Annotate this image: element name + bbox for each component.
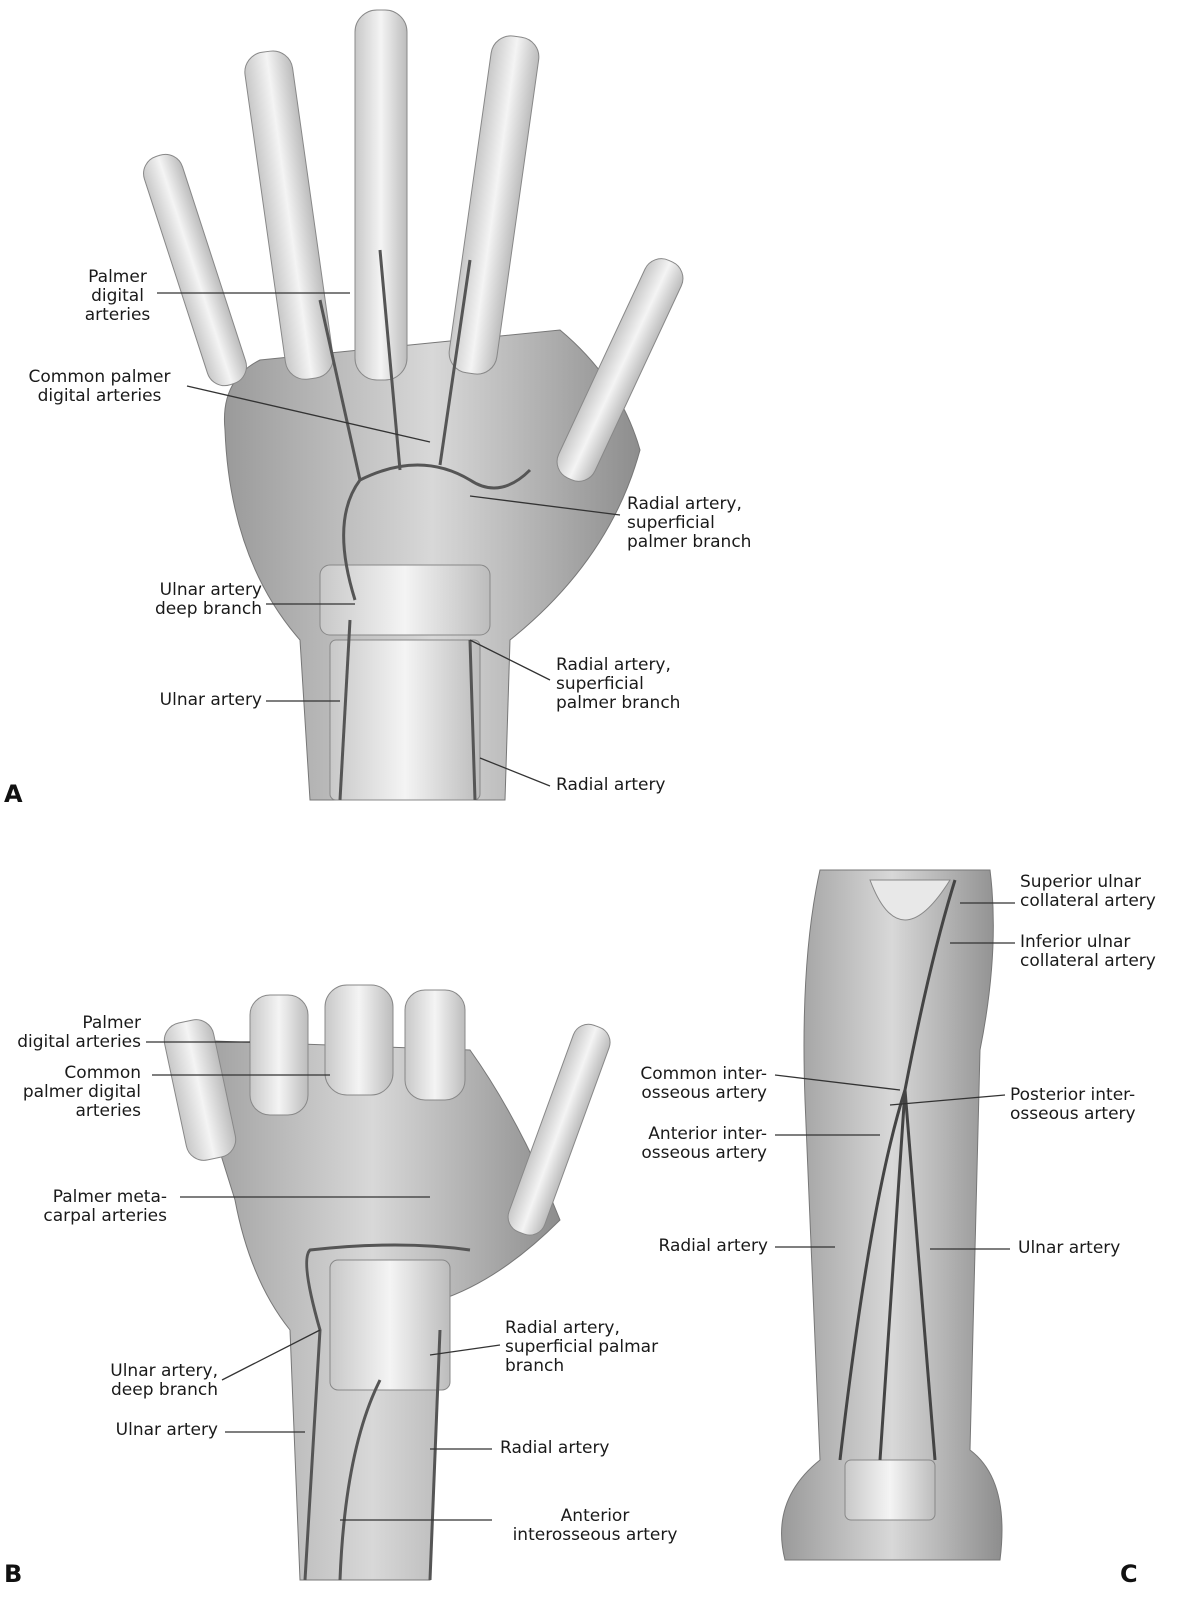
label-b-anterior-interosseous-artery: Anterior interosseous artery (512, 1506, 678, 1545)
label-b-palmer-metacarpal-arteries: Palmer meta- carpal arteries (43, 1187, 167, 1226)
label-c-posterior-interosseous-artery: Posterior inter- osseous artery (1010, 1085, 1136, 1124)
label-a-palmer-digital-arteries: Palmer digital arteries (84, 267, 151, 325)
label-c-superior-ulnar-collateral-artery: Superior ulnar collateral artery (1020, 872, 1156, 911)
label-a-ulnar-artery-deep-branch: Ulnar artery deep branch (155, 580, 262, 619)
label-b-radial-artery: Radial artery (500, 1438, 610, 1458)
label-a-radial-artery: Radial artery (556, 775, 666, 795)
label-c-common-interosseous-artery: Common inter- osseous artery (640, 1064, 767, 1103)
label-a-radial-artery-superficial-palmer-branch-lower: Radial artery, superficial palmer branch (556, 655, 681, 713)
hand-illustration-a (143, 9, 684, 801)
label-c-anterior-interosseous-artery: Anterior inter- osseous artery (641, 1124, 767, 1163)
label-c-inferior-ulnar-collateral-artery: Inferior ulnar collateral artery (1020, 932, 1156, 971)
panel-label-a: A (4, 780, 23, 808)
panel-label-c: C (1120, 1560, 1138, 1588)
label-b-palmer-digital-arteries: Palmer digital arteries (17, 1013, 141, 1052)
label-b-common-palmer-digital-arteries: Common palmer digital arteries (22, 1063, 141, 1121)
label-c-radial-artery: Radial artery (658, 1236, 769, 1256)
label-a-ulnar-artery: Ulnar artery (159, 690, 262, 710)
label-b-ulnar-artery-deep-branch: Ulnar artery, deep branch (110, 1361, 218, 1400)
label-b-ulnar-artery: Ulnar artery (115, 1420, 218, 1440)
label-a-radial-artery-superficial-palmer-branch-upper: Radial artery, superficial palmer branch (627, 494, 752, 552)
label-a-common-palmer-digital-arteries: Common palmer digital arteries (28, 367, 171, 406)
hand-illustration-b (163, 984, 611, 1581)
forearm-illustration-c (781, 869, 1003, 1561)
leader-lines (146, 292, 1015, 1521)
panel-label-b: B (4, 1560, 23, 1588)
label-c-ulnar-artery: Ulnar artery (1018, 1238, 1121, 1258)
label-b-radial-artery-superficial-palmar-branch: Radial artery, superficial palmar branch (505, 1318, 659, 1376)
